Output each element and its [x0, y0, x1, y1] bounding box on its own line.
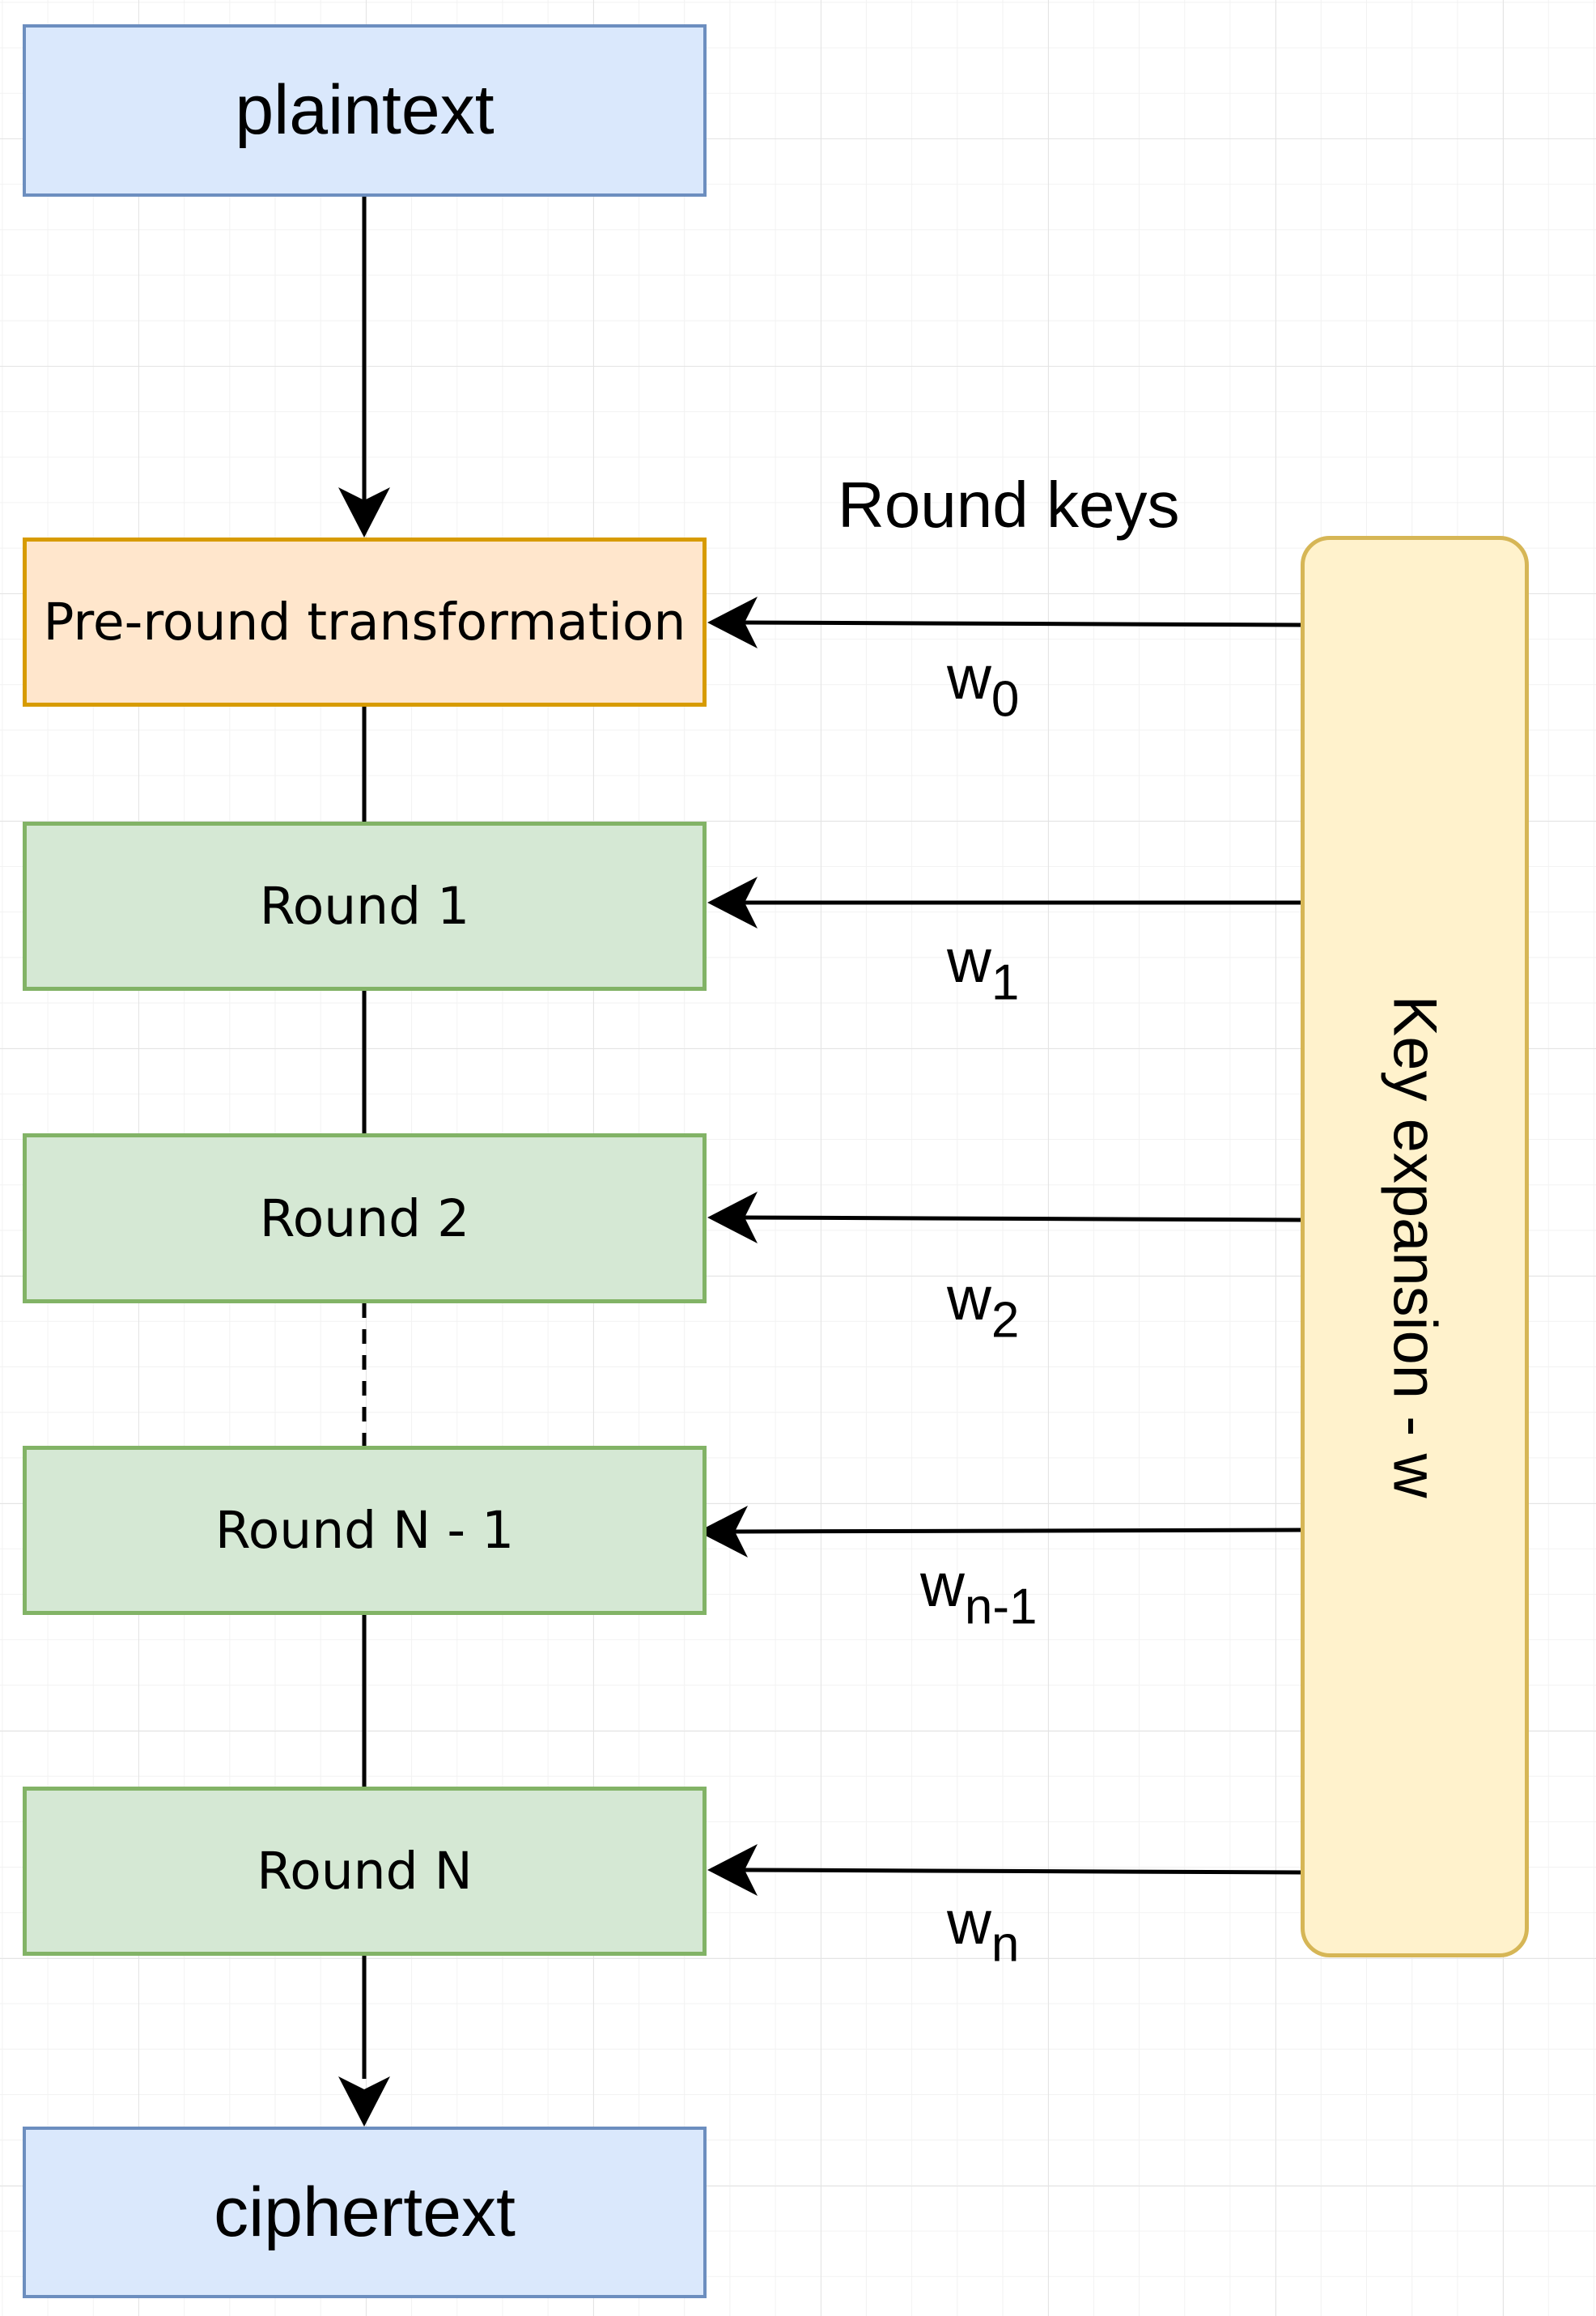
round-key-wn: wn — [947, 1893, 1019, 1970]
round-n-node: Round N — [23, 1787, 707, 1956]
round-key-w0: w0 — [947, 648, 1019, 725]
round-key-wn-1-sub: n-1 — [964, 1579, 1038, 1635]
arrowhead-wn-1 — [698, 1506, 748, 1557]
round-key-w2-base: w — [947, 1264, 991, 1333]
edge-key-w2 — [742, 1215, 1301, 1222]
round-n-minus-1-node: Round N - 1 — [23, 1446, 707, 1615]
round-key-w1-base: w — [947, 927, 991, 996]
key-expansion-node: Key expansion - w — [1301, 536, 1529, 1957]
round-1-node: Round 1 — [23, 822, 707, 991]
round-key-w1-sub: 1 — [991, 954, 1020, 1011]
round-key-wn-base: w — [947, 1889, 991, 1957]
edge-key-wn-1 — [732, 1528, 1301, 1534]
round-n-minus-1-label: Round N - 1 — [214, 1501, 515, 1560]
round-key-w2-sub: 2 — [991, 1292, 1020, 1349]
pre-round-transformation-label: Pre-round transformation — [43, 593, 686, 652]
arrowhead-w1 — [707, 877, 758, 929]
ciphertext-label: ciphertext — [214, 2173, 516, 2251]
arrowhead-wn — [707, 1844, 758, 1896]
round-2-label: Round 2 — [259, 1188, 470, 1248]
edge-key-wn — [742, 1868, 1301, 1875]
round-n-label: Round N — [257, 1842, 473, 1901]
arrowhead-pre-round — [338, 487, 390, 538]
plaintext-node: plaintext — [23, 24, 707, 197]
arrowhead-w2 — [707, 1192, 758, 1243]
round-key-w0-base: w — [947, 644, 991, 712]
round-key-w0-sub: 0 — [991, 671, 1020, 728]
round-key-wn-sub: n — [991, 1916, 1020, 1973]
plaintext-label: plaintext — [235, 71, 495, 149]
edge-key-w0 — [742, 620, 1301, 627]
pre-round-transformation-node: Pre-round transformation — [23, 538, 707, 707]
key-expansion-label: Key expansion - w — [1380, 995, 1450, 1498]
round-2-node: Round 2 — [23, 1133, 707, 1303]
round-1-label: Round 1 — [259, 877, 470, 936]
round-key-wn-1-base: w — [920, 1551, 965, 1620]
round-key-wn-1: wn-1 — [920, 1555, 1038, 1633]
ciphertext-node: ciphertext — [23, 2127, 707, 2298]
round-key-w1: w1 — [947, 931, 1019, 1009]
arrowhead-ciphertext — [338, 2076, 390, 2127]
round-keys-label: Round keys — [838, 469, 1180, 541]
arrowhead-w0 — [707, 597, 758, 648]
round-key-w2: w2 — [947, 1268, 1019, 1346]
